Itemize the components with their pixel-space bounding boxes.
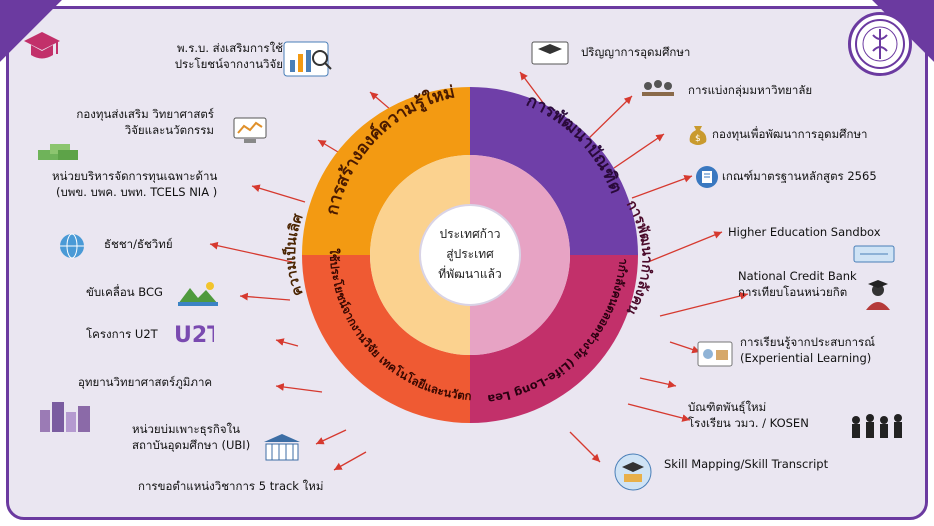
analytics-report-icon	[283, 41, 332, 77]
connector-arrow	[584, 95, 633, 143]
u2t-logo: U2T	[174, 323, 214, 348]
connector-arrow	[275, 383, 323, 393]
right-item-skill-mapping: Skill Mapping/Skill Transcript	[664, 457, 829, 471]
computer-chart-icon	[233, 117, 267, 143]
meeting-group-icon	[642, 80, 674, 96]
right-item-new-graduates-line2: โรงเรียน วมว. / KOSEN	[688, 416, 809, 430]
checklist-icon	[696, 166, 718, 188]
graduation-cap-icon	[24, 32, 60, 59]
city-buildings-icon	[40, 402, 90, 432]
u2t-logo-text: U2T	[174, 323, 214, 348]
connector-arrow	[639, 377, 677, 389]
connector-arrows	[209, 71, 749, 471]
left-item-funding-units-line2: (บพข. บพค. บพท. TCELS NIA )	[56, 185, 218, 199]
globe-network-icon	[60, 233, 84, 259]
left-item-science-fund-line2: วิจัยและนวัตกรรม	[124, 123, 214, 137]
left-item-research-act-line2: ประโยชน์จากงานวิจัย	[174, 57, 283, 71]
money-stack-icon	[38, 144, 78, 160]
outer-segment-lifelong	[470, 255, 638, 423]
left-item-ubi: หน่วยบ่มเพาะธุรกิจใน สถาบันอุดมศึกษา (UB…	[132, 421, 250, 453]
university-building-icon	[264, 434, 300, 461]
left-item-research-act-line1: พ.ร.บ. ส่งเสริมการใช้	[176, 41, 283, 55]
right-item-degree: ปริญญาการอุดมศึกษา	[581, 45, 691, 59]
connector-arrow	[647, 231, 723, 263]
graduate-credit-icon	[866, 280, 890, 310]
connector-arrow	[569, 431, 601, 463]
connector-arrow	[251, 184, 306, 203]
university-seal-icon	[848, 12, 912, 76]
center-text-line2: สู่ประเทศ	[446, 247, 494, 262]
left-item-tacha: ธัชชา/ธัชวิทย์	[104, 237, 173, 251]
right-item-higher-ed-fund: กองทุนเพื่อพัฒนาการอุดมศึกษา	[712, 127, 868, 141]
connector-arrow	[659, 292, 749, 317]
svg-text:$: $	[695, 134, 701, 144]
right-item-sandbox: Higher Education Sandbox	[728, 225, 881, 239]
right-item-experiential: การเรียนรู้จากประสบการณ์ (Experiential L…	[740, 334, 875, 366]
left-item-ubi-line1: หน่วยบ่มเพาะธุรกิจใน	[132, 422, 241, 436]
center-circle	[419, 204, 521, 306]
left-item-funding-units: หน่วยบริหารจัดการทุนเฉพาะด้าน (บพข. บพค.…	[52, 168, 217, 200]
center-text-line3: ที่พัฒนาแล้ว	[438, 265, 501, 281]
outer-segment-graduates	[470, 87, 638, 255]
left-item-u2t: โครงการ U2T	[86, 327, 158, 341]
connector-arrow	[333, 451, 367, 471]
right-item-new-graduates-line1: บัณฑิตพันธุ์ใหม่	[688, 400, 767, 414]
left-item-funding-units-line1: หน่วยบริหารจัดการทุนเฉพาะด้าน	[52, 169, 218, 183]
left-item-research-act: พ.ร.บ. ส่งเสริมการใช้ ประโยชน์จากงานวิจั…	[175, 40, 283, 72]
left-item-academic-track: การขอตำแหน่งวิชาการ 5 track ใหม่	[138, 479, 324, 493]
connector-arrow	[669, 341, 701, 354]
connector-arrow	[209, 241, 293, 263]
money-bag-icon: $	[689, 126, 707, 145]
graduates-silhouette-icon	[852, 414, 902, 438]
right-item-new-graduates: บัณฑิตพันธุ์ใหม่ โรงเรียน วมว. / KOSEN	[688, 399, 809, 431]
connector-arrow	[631, 175, 693, 199]
skill-mapping-icon	[614, 453, 652, 491]
connector-arrow	[613, 133, 665, 169]
bcg-landscape-icon	[178, 282, 218, 306]
graduation-ceremony-icon	[531, 41, 569, 65]
connector-arrow	[275, 338, 299, 347]
right-item-experiential-line2: (Experiential Learning)	[740, 351, 872, 365]
right-item-credit-bank-line2: การเทียบโอนหน่วยกิต	[738, 285, 848, 299]
left-item-science-fund-line1: กองทุนส่งเสริม วิทยาศาสตร์	[76, 107, 214, 121]
right-item-university-groups: การแบ่งกลุ่มมหาวิทยาลัย	[688, 83, 813, 97]
right-item-credit-bank-line1: National Credit Bank	[738, 269, 857, 283]
outer-segment-knowledge	[302, 87, 470, 255]
experiential-learning-icon	[697, 341, 733, 367]
left-item-science-fund: กองทุนส่งเสริม วิทยาศาสตร์ วิจัยและนวัตก…	[76, 106, 214, 138]
connector-arrow	[239, 292, 291, 301]
connector-arrow	[315, 429, 347, 445]
ring-segments	[302, 87, 638, 423]
left-item-ubi-line2: สถาบันอุดมศึกษา (UBI)	[132, 438, 251, 452]
center-text-line1: ประเทศก้าว	[440, 227, 501, 241]
right-item-curriculum-standard: เกณฑ์มาตรฐานหลักสูตร 2565	[722, 169, 877, 183]
connector-arrow	[627, 403, 691, 422]
outer-segment-research-use	[302, 255, 470, 423]
left-item-science-park: อุทยานวิทยาศาสตร์ภูมิภาค	[78, 375, 213, 389]
right-item-experiential-line1: การเรียนรู้จากประสบการณ์	[740, 335, 875, 349]
right-item-credit-bank: National Credit Bank การเทียบโอนหน่วยกิต	[738, 268, 857, 300]
left-item-bcg: ขับเคลื่อน BCG	[86, 285, 163, 299]
sandbox-icon	[853, 245, 895, 263]
